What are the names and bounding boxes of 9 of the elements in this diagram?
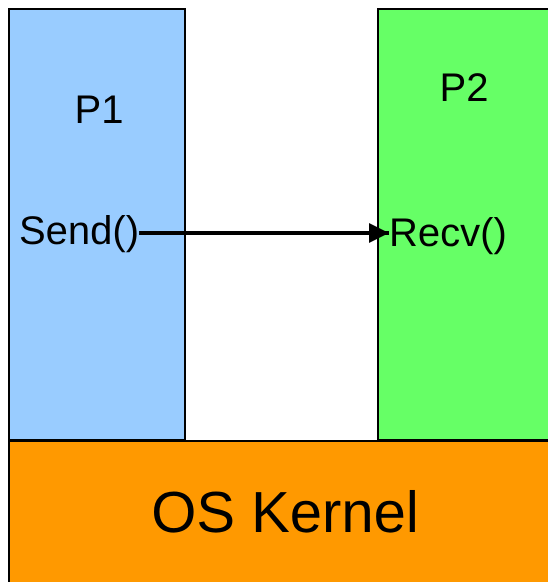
process-box	[8, 8, 186, 441]
function-label: Send()	[19, 211, 140, 251]
kernel-label: OS Kernel	[150, 484, 420, 542]
function-label: Recv()	[389, 213, 507, 253]
process-label: P2	[438, 68, 490, 108]
process-label: P1	[74, 90, 124, 130]
process-box	[377, 8, 548, 441]
kernel-box	[8, 440, 548, 582]
arrow	[139, 223, 389, 243]
